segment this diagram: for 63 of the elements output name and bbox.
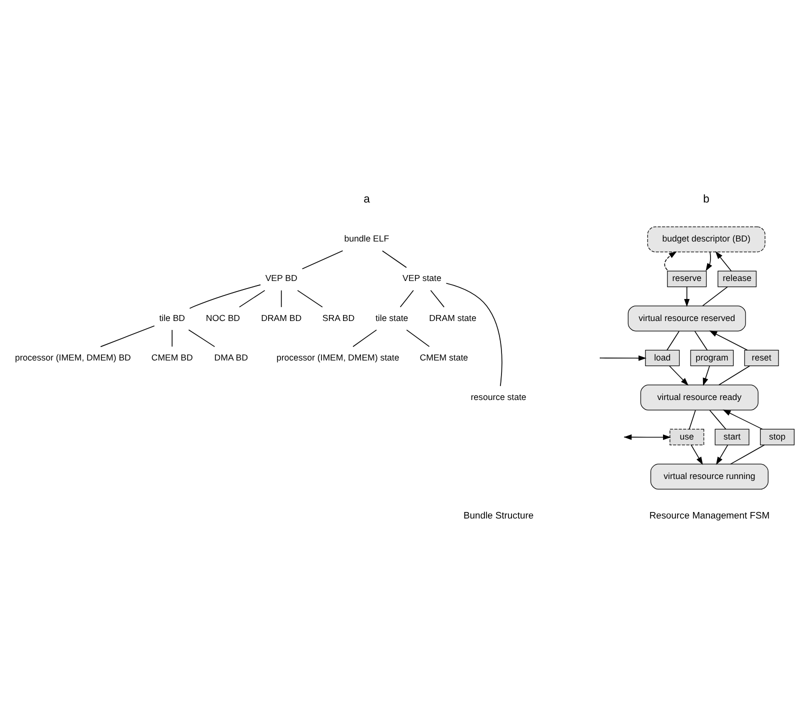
label: a [364, 194, 370, 206]
node-text: DRAM BD [261, 312, 302, 323]
connector [709, 410, 726, 430]
connector [382, 250, 407, 268]
connector [688, 410, 696, 430]
node-box: budget descriptor (BD) [647, 226, 766, 252]
connector [302, 250, 344, 270]
node-box: reset [744, 350, 779, 366]
connector [406, 330, 430, 348]
node-text: tile BD [159, 312, 186, 323]
node-text: CMEM state [420, 352, 468, 362]
node-text: tile state [376, 312, 408, 323]
node-text: resource state [470, 392, 526, 402]
connector [718, 366, 750, 386]
connector [189, 284, 261, 309]
connector [100, 326, 155, 348]
node-text: DMA BD [214, 352, 248, 362]
node-box: stop [760, 428, 795, 446]
node-box: release [718, 270, 757, 288]
arrow [669, 366, 688, 386]
node-text: bundle ELF [344, 234, 390, 244]
arrow [709, 330, 748, 350]
connector [238, 290, 266, 308]
node-box: use [670, 428, 704, 446]
connector [694, 330, 708, 351]
node-box: load [645, 350, 680, 366]
connector [352, 330, 377, 348]
label: b [703, 194, 710, 206]
arrow [664, 251, 677, 271]
connector [297, 290, 323, 308]
arrow [722, 410, 763, 430]
node-box: program [690, 350, 734, 366]
label: Resource Management FSM [649, 509, 770, 520]
node-text: SRA BD [322, 312, 355, 323]
arrow [702, 366, 710, 386]
arrow [706, 252, 712, 272]
connector [702, 286, 728, 306]
node-text: DRAM state [429, 312, 476, 323]
connector [280, 290, 282, 308]
node-box: virtual resource reserved [628, 306, 746, 332]
connector [666, 330, 680, 351]
connector [730, 444, 765, 464]
arrow [716, 444, 728, 465]
arrow [715, 251, 732, 272]
connector [188, 329, 216, 348]
arrow [690, 444, 703, 465]
node-text: NOC BD [206, 312, 240, 323]
node-text: processor (IMEM, DMEM) state [276, 352, 400, 362]
arrow [684, 286, 690, 307]
connector [400, 290, 414, 308]
arrow [600, 355, 646, 361]
connector [446, 282, 502, 386]
label: Bundle Structure [464, 509, 534, 520]
node-text: VEP BD [265, 273, 298, 284]
node-box: reserve [667, 270, 707, 288]
node-text: CMEM BD [151, 352, 193, 362]
connector [430, 290, 444, 308]
node-text: VEP state [402, 273, 442, 284]
connector [172, 330, 173, 348]
node-box: virtual resource ready [640, 384, 758, 410]
node-box: start [714, 428, 750, 446]
node-text: processor (IMEM, DMEM) BD [14, 352, 131, 362]
node-box: virtual resource running [650, 464, 768, 490]
